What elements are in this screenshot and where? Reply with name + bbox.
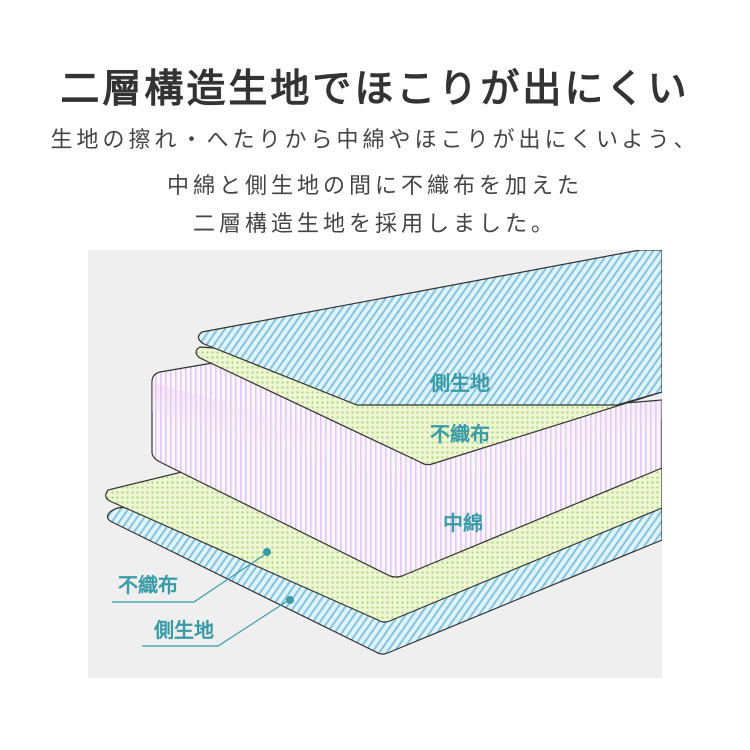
label-bottom-outer-fabric: 側生地 xyxy=(153,618,214,642)
layer-diagram: 側生地 不織布 中綿 不織布 側生地 xyxy=(105,250,662,655)
description-line-2: 中綿と側生地の間に不織布を加えた xyxy=(166,174,583,199)
label-filling: 中綿 xyxy=(443,511,483,535)
page-title: 二層構造生地でほこりが出にくい xyxy=(60,67,690,112)
bottom-outer-fabric-layer xyxy=(106,497,662,655)
leader-line-bottom-nonwoven xyxy=(112,548,271,603)
pointer-dot-icon xyxy=(286,596,294,604)
description-line-1: 生地の擦れ・へたりから中綿やほこりが出にくいよう、 xyxy=(50,128,700,153)
top-outer-fabric-layer xyxy=(197,250,662,406)
label-top-nonwoven: 不織布 xyxy=(430,422,490,446)
description-line-3: 二層構造生地を採用しました。 xyxy=(192,212,557,237)
leader-line-bottom-outer-fabric xyxy=(142,596,294,647)
label-top-outer-fabric: 側生地 xyxy=(429,371,490,395)
label-bottom-nonwoven: 不織布 xyxy=(118,573,178,597)
pointer-dot-icon xyxy=(263,548,271,556)
layer-diagram-panel: 側生地 不織布 中綿 不織布 側生地 xyxy=(88,250,662,678)
